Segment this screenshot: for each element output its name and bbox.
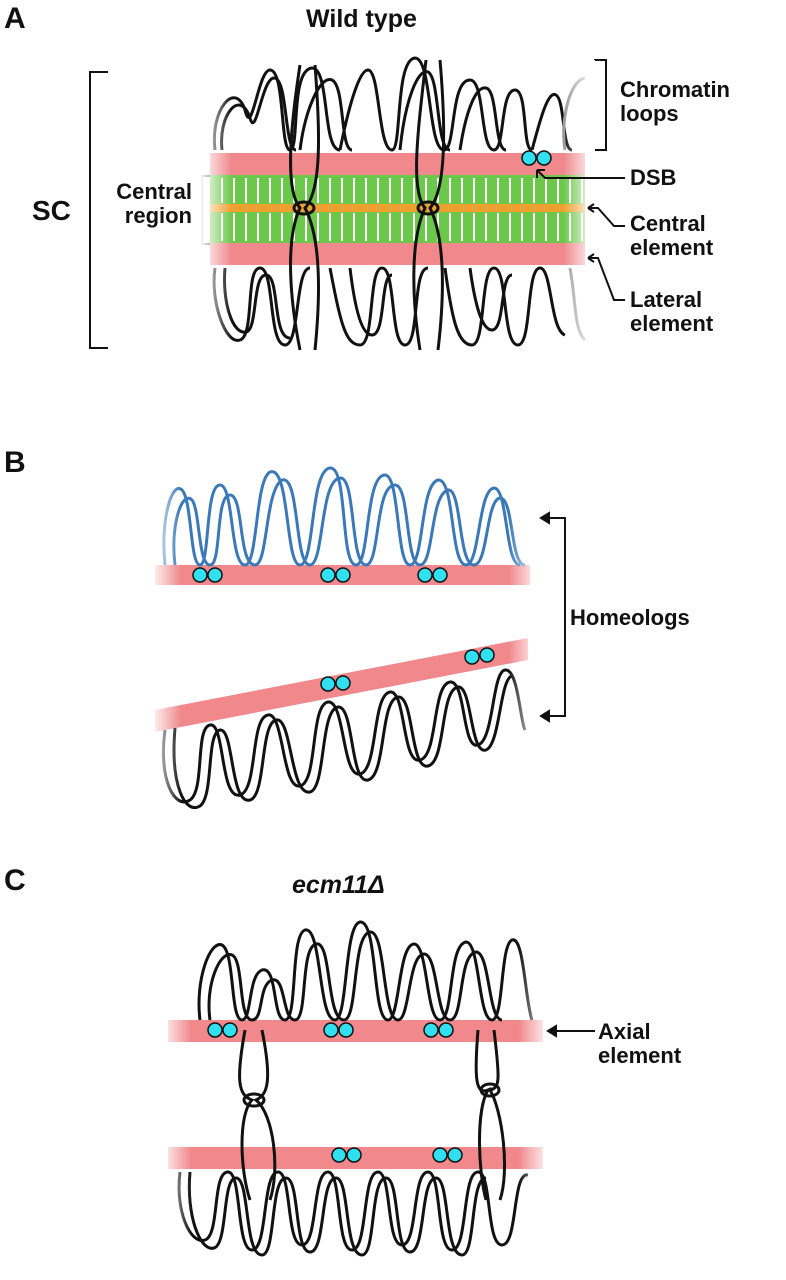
central-element-label: Central element (630, 211, 714, 261)
central-region-label-line1: Central (116, 179, 192, 204)
central-region-label: Central region (100, 179, 192, 229)
panel-letter-b: B (4, 446, 26, 479)
chromatin-loops-label: Chromatin loops (620, 77, 730, 127)
lateral-element-label: Lateral element (630, 287, 714, 337)
dsb-arrow (536, 169, 625, 179)
central-element-label-line2: element (630, 235, 714, 261)
sc-bracket (89, 71, 108, 349)
chromatin-loops-bracket (594, 59, 607, 151)
central-region-label-line2: region (124, 203, 192, 229)
central-element-label-line1: Central (630, 211, 706, 236)
panel-a-title: Wild type (306, 5, 417, 33)
panel-a-diagram (89, 56, 625, 355)
panel-letter-c: C (4, 864, 26, 897)
edge-fade (200, 60, 595, 355)
lateral-element-arrow (588, 257, 625, 301)
sc-label: SC (32, 195, 71, 226)
axial-element-arrow (546, 1024, 595, 1038)
label-arrows-a (536, 169, 625, 301)
chromatin-loops-label-line1: Chromatin (620, 77, 730, 102)
dsb-label: DSB (630, 165, 677, 190)
panel-c-title: ecm11Δ (292, 871, 385, 899)
lateral-element-label-line2: element (630, 311, 714, 337)
chromatin-loops-label-line2: loops (620, 101, 679, 127)
lateral-element-label-line1: Lateral (630, 287, 703, 312)
axial-element-label-line2: element (598, 1043, 682, 1069)
panel-b-diagram (150, 466, 566, 810)
central-element-arrow (588, 207, 625, 227)
panel-letter-a: A (4, 2, 26, 35)
homeologs-bracket-arrow (539, 511, 566, 723)
homeologs-label: Homeologs (570, 605, 690, 630)
axial-element-label-line1: Axial (598, 1019, 651, 1044)
panel-c-diagram (160, 920, 595, 1260)
axial-element-label: Axial element (598, 1019, 682, 1069)
edge-fade-c (160, 920, 550, 1260)
edge-fade-b (150, 470, 540, 810)
